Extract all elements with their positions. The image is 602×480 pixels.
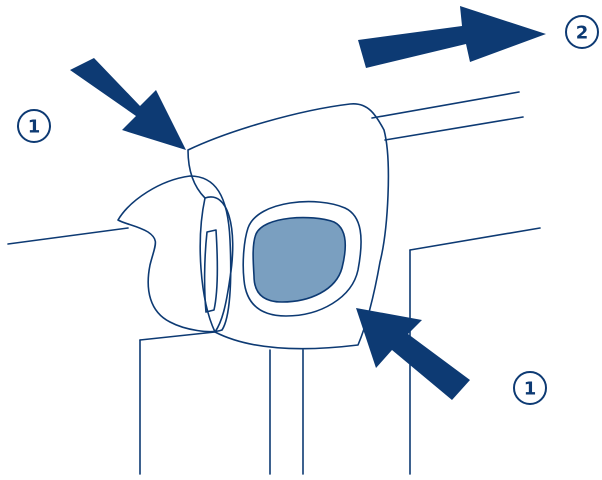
step-label-top-left: 1 [17,109,51,143]
frame-line-top-1 [371,91,520,119]
window-pane [252,216,347,303]
housing-outline [187,103,390,350]
frame-line-top-2 [384,116,524,141]
step-circle [565,15,599,49]
frame-line-left [7,227,129,245]
step-label-top-right: 2 [565,15,599,49]
arrow-press-top-left [70,58,186,150]
step-number: 1 [28,117,41,138]
arrow-press-bottom-right [356,308,470,400]
step-number: 2 [576,23,589,44]
step-circle [513,371,547,405]
step-number: 1 [524,379,537,400]
arrows [70,6,546,400]
frame-line-right-top [409,227,541,251]
clip-outline [117,175,232,333]
device-housing [117,103,390,350]
arrow-slide-right [358,6,546,68]
step-label-bottom-right: 1 [513,371,547,405]
step-circle [17,109,51,143]
clip-slot [203,229,219,313]
frame-line-lower-left-top [139,331,216,341]
window-frame [242,200,362,317]
